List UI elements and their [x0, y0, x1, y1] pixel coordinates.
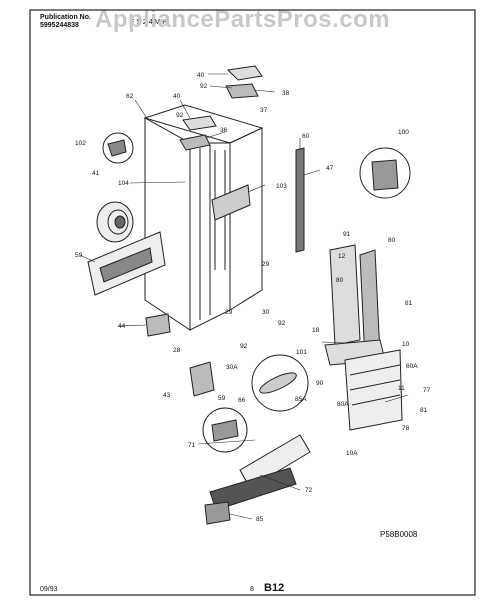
label-59b: 59 [218, 395, 226, 402]
publication-block: Publication No. 5995244838 [40, 14, 91, 30]
label-12: 12 [338, 253, 346, 260]
publication-number: 5995244838 [40, 22, 79, 29]
label-92d: 92 [240, 343, 248, 350]
footer-page: 8 [250, 586, 254, 593]
label-66: 66 [238, 397, 246, 404]
label-10: 10 [402, 341, 410, 348]
label-81b: 81 [420, 407, 428, 414]
label-10a: 10A [346, 450, 358, 457]
block-44 [145, 313, 171, 337]
label-44: 44 [118, 323, 126, 330]
cover-103 [211, 184, 251, 221]
label-11: 11 [398, 385, 405, 392]
label-38: 38 [282, 90, 290, 97]
footer-date: 09/93 [40, 586, 58, 593]
label-40b: 40 [173, 93, 181, 100]
label-80b: 80 [336, 277, 344, 284]
label-85: 85 [256, 516, 264, 523]
label-103: 103 [276, 183, 287, 190]
reference-code: P58B0008 [380, 530, 418, 539]
label-90: 90 [316, 380, 324, 387]
label-60a: 60A [406, 363, 418, 370]
fan-41 [96, 201, 134, 243]
label-80a-2: 80A [337, 401, 349, 408]
label-18: 18 [312, 327, 320, 334]
label-29b: 29 [225, 309, 233, 316]
label-80a: 80 [388, 237, 396, 244]
label-36: 36 [220, 127, 228, 134]
label-29a: 29 [262, 261, 270, 268]
label-78: 78 [402, 425, 410, 432]
label-92c: 92 [278, 320, 286, 327]
detail-71 [202, 407, 248, 453]
label-59a: 59 [75, 252, 83, 259]
bracket-assembly [324, 244, 386, 366]
label-91: 91 [343, 231, 351, 238]
top-cover-parts [179, 65, 263, 151]
footer-code: B12 [264, 582, 285, 594]
label-40a: 40 [197, 72, 205, 79]
label-43: 43 [163, 392, 171, 399]
diagram-border [29, 9, 476, 596]
label-41: 41 [92, 170, 100, 177]
label-28: 28 [173, 347, 181, 354]
label-81a: 81 [405, 300, 413, 307]
panel-11 [344, 349, 403, 431]
label-102: 102 [75, 140, 86, 147]
label-60: 60 [302, 133, 310, 140]
label-101: 101 [296, 349, 307, 356]
label-92b: 92 [176, 112, 184, 119]
label-72: 72 [305, 487, 313, 494]
model-number: F S 2 4 M F [130, 19, 167, 26]
label-77: 77 [423, 387, 431, 394]
publication-label: Publication No. [40, 14, 91, 21]
control-panel-59 [87, 231, 166, 296]
label-85a: 85A [295, 396, 307, 403]
part-labels: 40 92 38 62 40 37 92 36 60 100 102 47 41… [75, 72, 431, 523]
label-100: 100 [398, 129, 409, 136]
label-30: 30 [262, 309, 270, 316]
label-71: 71 [188, 442, 196, 449]
part-100 [359, 147, 411, 199]
label-47: 47 [326, 165, 334, 172]
label-104: 104 [118, 180, 129, 187]
detail-66 [251, 354, 309, 412]
hinge-43 [189, 361, 215, 397]
label-37: 37 [260, 107, 268, 114]
part-102 [102, 132, 134, 164]
label-92a: 92 [200, 83, 208, 90]
label-30a: 30A [226, 364, 238, 371]
label-62: 62 [126, 93, 134, 100]
box-85 [204, 501, 231, 525]
leader-lines [79, 73, 409, 520]
strip-47 [295, 147, 305, 253]
